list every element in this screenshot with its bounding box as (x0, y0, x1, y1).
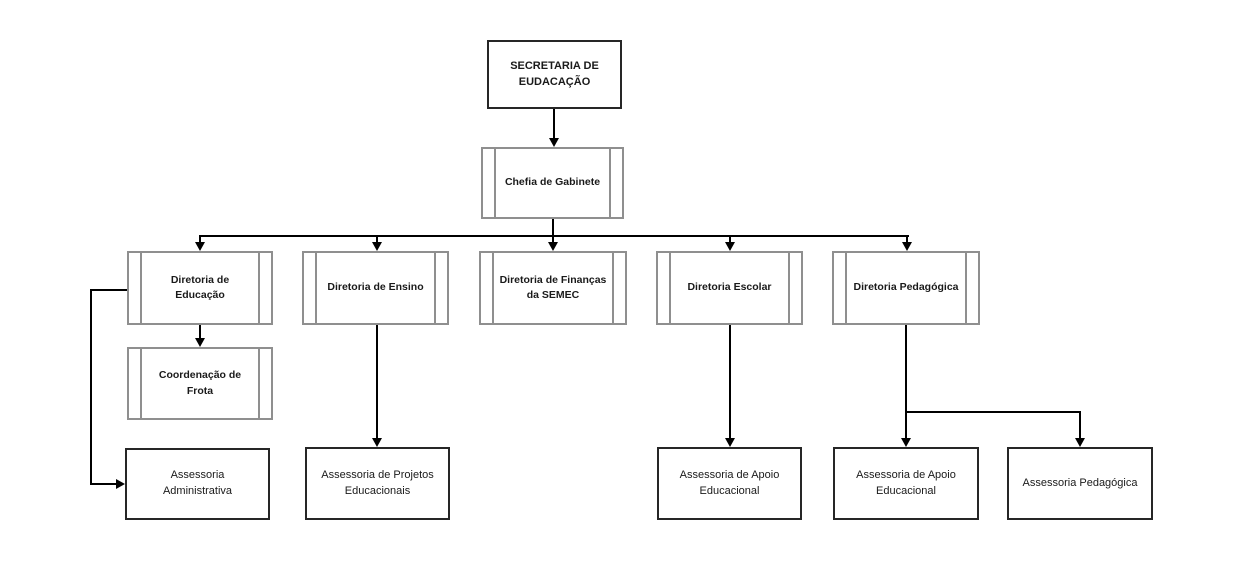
node-assessoria-pedagogica: Assessoria Pedagógica (1007, 447, 1153, 520)
node-diretoria-financas: Diretoria de Finanças da SEMEC (479, 251, 627, 325)
arrowhead-chefia (549, 138, 559, 147)
connector-drop-financas (552, 235, 554, 243)
node-diretoria-escolar: Diretoria Escolar (656, 251, 803, 325)
node-label: Coordenação de Frota (158, 369, 242, 397)
connector-pedagogica-h (905, 411, 1081, 413)
arrowhead-escolar (725, 242, 735, 251)
node-assessoria-apoio-2: Assessoria de Apoio Educacional (833, 447, 979, 520)
arrowhead-projetos (372, 438, 382, 447)
arrowhead-ensino (372, 242, 382, 251)
node-label: SECRETARIA DE EUDACAÇÃO (510, 59, 599, 88)
arrowhead-educacao (195, 242, 205, 251)
node-secretaria: SECRETARIA DE EUDACAÇÃO (487, 40, 622, 109)
arrowhead-apoio2 (901, 438, 911, 447)
connector-drop-asspedagogica (1079, 411, 1081, 439)
connector-educacao-adm-h1 (90, 289, 127, 291)
node-chefia-gabinete: Chefia de Gabinete (481, 147, 624, 219)
node-diretoria-pedagogica: Diretoria Pedagógica (832, 251, 980, 325)
connector-chefia-bus (552, 219, 554, 236)
connector-drop-ensino (376, 235, 378, 243)
node-label: Assessoria de Projetos Educacionais (321, 468, 434, 497)
arrowhead-asspedagogica (1075, 438, 1085, 447)
node-label: Diretoria de Educação (170, 273, 230, 301)
arrowhead-frota (195, 338, 205, 347)
arrowhead-pedagogica (902, 242, 912, 251)
node-label: Assessoria de Apoio Educacional (856, 468, 956, 497)
connector-pedagogica-v (905, 325, 907, 412)
connector-secretaria-chefia (553, 109, 555, 139)
connector-drop-educacao (199, 235, 201, 243)
node-diretoria-educacao: Diretoria de Educação (127, 251, 273, 325)
node-diretoria-ensino: Diretoria de Ensino (302, 251, 449, 325)
node-assessoria-apoio-1: Assessoria de Apoio Educacional (657, 447, 802, 520)
connector-drop-escolar (729, 235, 731, 243)
connector-educacao-frota (199, 325, 201, 339)
node-label: Assessoria Pedagógica (1022, 476, 1138, 489)
node-assessoria-administrativa: Assessoria Administrativa (125, 448, 270, 520)
node-label: Assessoria Administrativa (162, 469, 233, 497)
connector-bus (199, 235, 909, 237)
node-label: Assessoria de Apoio Educacional (679, 468, 780, 497)
node-coordenacao-frota: Coordenação de Frota (127, 347, 273, 420)
node-label: Diretoria de Finanças da SEMEC (499, 273, 607, 301)
arrowhead-administrativa (116, 479, 125, 489)
connector-educacao-adm-v (90, 289, 92, 485)
node-label: Diretoria de Ensino (327, 281, 424, 294)
node-label: Diretoria Pedagógica (853, 281, 959, 294)
connector-drop-pedagogica (906, 235, 908, 243)
node-label: Chefia de Gabinete (504, 176, 601, 189)
connector-escolar-apoio1 (729, 325, 731, 439)
arrowhead-financas (548, 242, 558, 251)
connector-drop-apoio2 (905, 411, 907, 439)
connector-ensino-projetos (376, 325, 378, 439)
arrowhead-apoio1 (725, 438, 735, 447)
node-label: Diretoria Escolar (687, 281, 772, 294)
connector-educacao-adm-h2 (90, 483, 117, 485)
node-assessoria-projetos: Assessoria de Projetos Educacionais (305, 447, 450, 520)
